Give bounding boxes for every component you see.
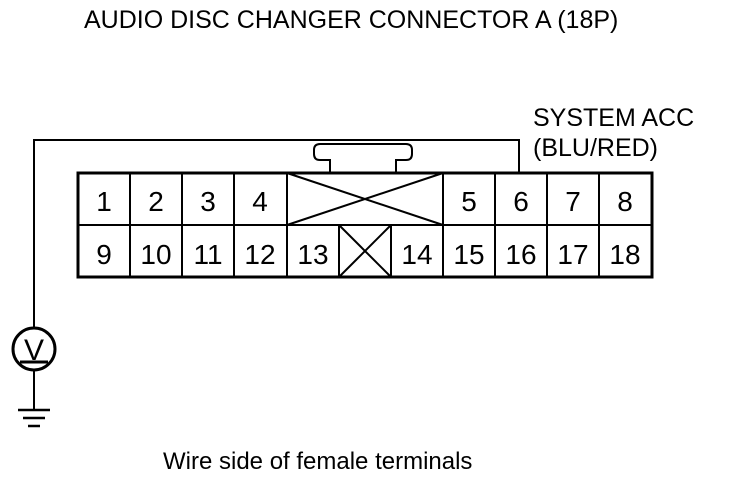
pin-label: 13 xyxy=(297,239,328,270)
connector-latch xyxy=(313,143,413,173)
pin-label: 2 xyxy=(148,186,164,217)
pin-label: 4 xyxy=(252,186,268,217)
pin-label: 6 xyxy=(513,186,529,217)
signal-name-label: SYSTEM ACC xyxy=(533,104,695,132)
voltmeter-icon: V xyxy=(11,326,57,372)
pin-label: 9 xyxy=(96,239,112,270)
test-lead-wire xyxy=(33,139,520,328)
pin-label: 15 xyxy=(453,239,484,270)
wire-color-label: (BLU/RED) xyxy=(533,134,659,162)
pin-label: 18 xyxy=(609,239,640,270)
pin-label: 8 xyxy=(617,186,633,217)
pin-label: 1 xyxy=(96,186,112,217)
svg-text:V: V xyxy=(24,334,44,367)
pin-label: 11 xyxy=(193,239,222,270)
pin-label: 3 xyxy=(200,186,216,217)
view-caption: Wire side of female terminals xyxy=(163,448,473,475)
pin-label: 5 xyxy=(461,186,477,217)
diagram-title: AUDIO DISC CHANGER CONNECTOR A (18P) xyxy=(84,6,619,34)
pin-label: 12 xyxy=(244,239,275,270)
pin-label: 7 xyxy=(565,186,581,217)
pin-label: 10 xyxy=(140,239,171,270)
ground-icon xyxy=(18,408,50,428)
pin-label: 17 xyxy=(557,239,588,270)
pin-label: 14 xyxy=(401,239,432,270)
pin-label: 16 xyxy=(505,239,536,270)
